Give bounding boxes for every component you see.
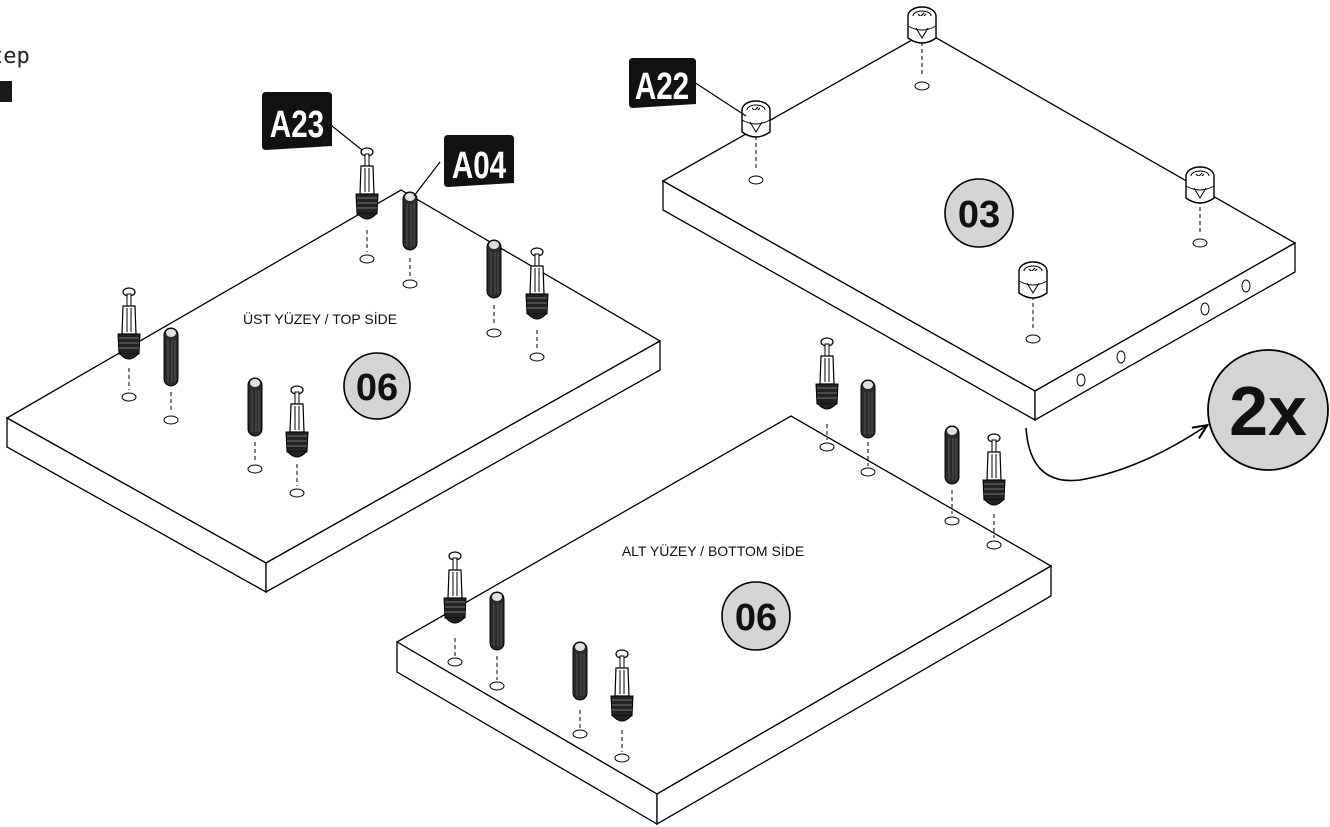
fittings-panel-03 — [755, 42, 1201, 330]
step-heading-fragment: tep — [0, 44, 30, 69]
badge-multiplier-text: 2x — [1229, 372, 1307, 450]
callout-leaders — [326, 81, 747, 197]
caption-bottom-side: ALT YÜZEY / BOTTOM SİDE — [622, 542, 804, 559]
badge-panel-06-top: 06 — [343, 352, 411, 420]
label-a23: A23 — [262, 92, 332, 150]
panel-06-top — [5, 189, 662, 594]
label-a22: A22 — [629, 58, 696, 108]
step-marker — [0, 81, 12, 102]
label-a04: A04 — [444, 135, 514, 187]
badge-multiplier: 2x — [1207, 349, 1329, 471]
badge-panel-03: 03 — [944, 178, 1014, 248]
label-a23-text: A23 — [270, 104, 324, 146]
badge-panel-06-top-text: 06 — [356, 367, 398, 409]
fittings-bottom-side — [454, 424, 995, 752]
label-a22-text: A22 — [635, 66, 689, 108]
badge-panel-06-bottom-text: 06 — [735, 597, 777, 639]
fittings-top-side — [128, 230, 538, 486]
caption-top-side: ÜST YÜZEY / TOP SİDE — [243, 310, 397, 327]
badge-panel-03-text: 03 — [958, 194, 1000, 236]
label-a04-text: A04 — [452, 145, 506, 187]
badge-panel-06-bottom: 06 — [721, 581, 791, 651]
flip-arrow — [1025, 426, 1206, 482]
